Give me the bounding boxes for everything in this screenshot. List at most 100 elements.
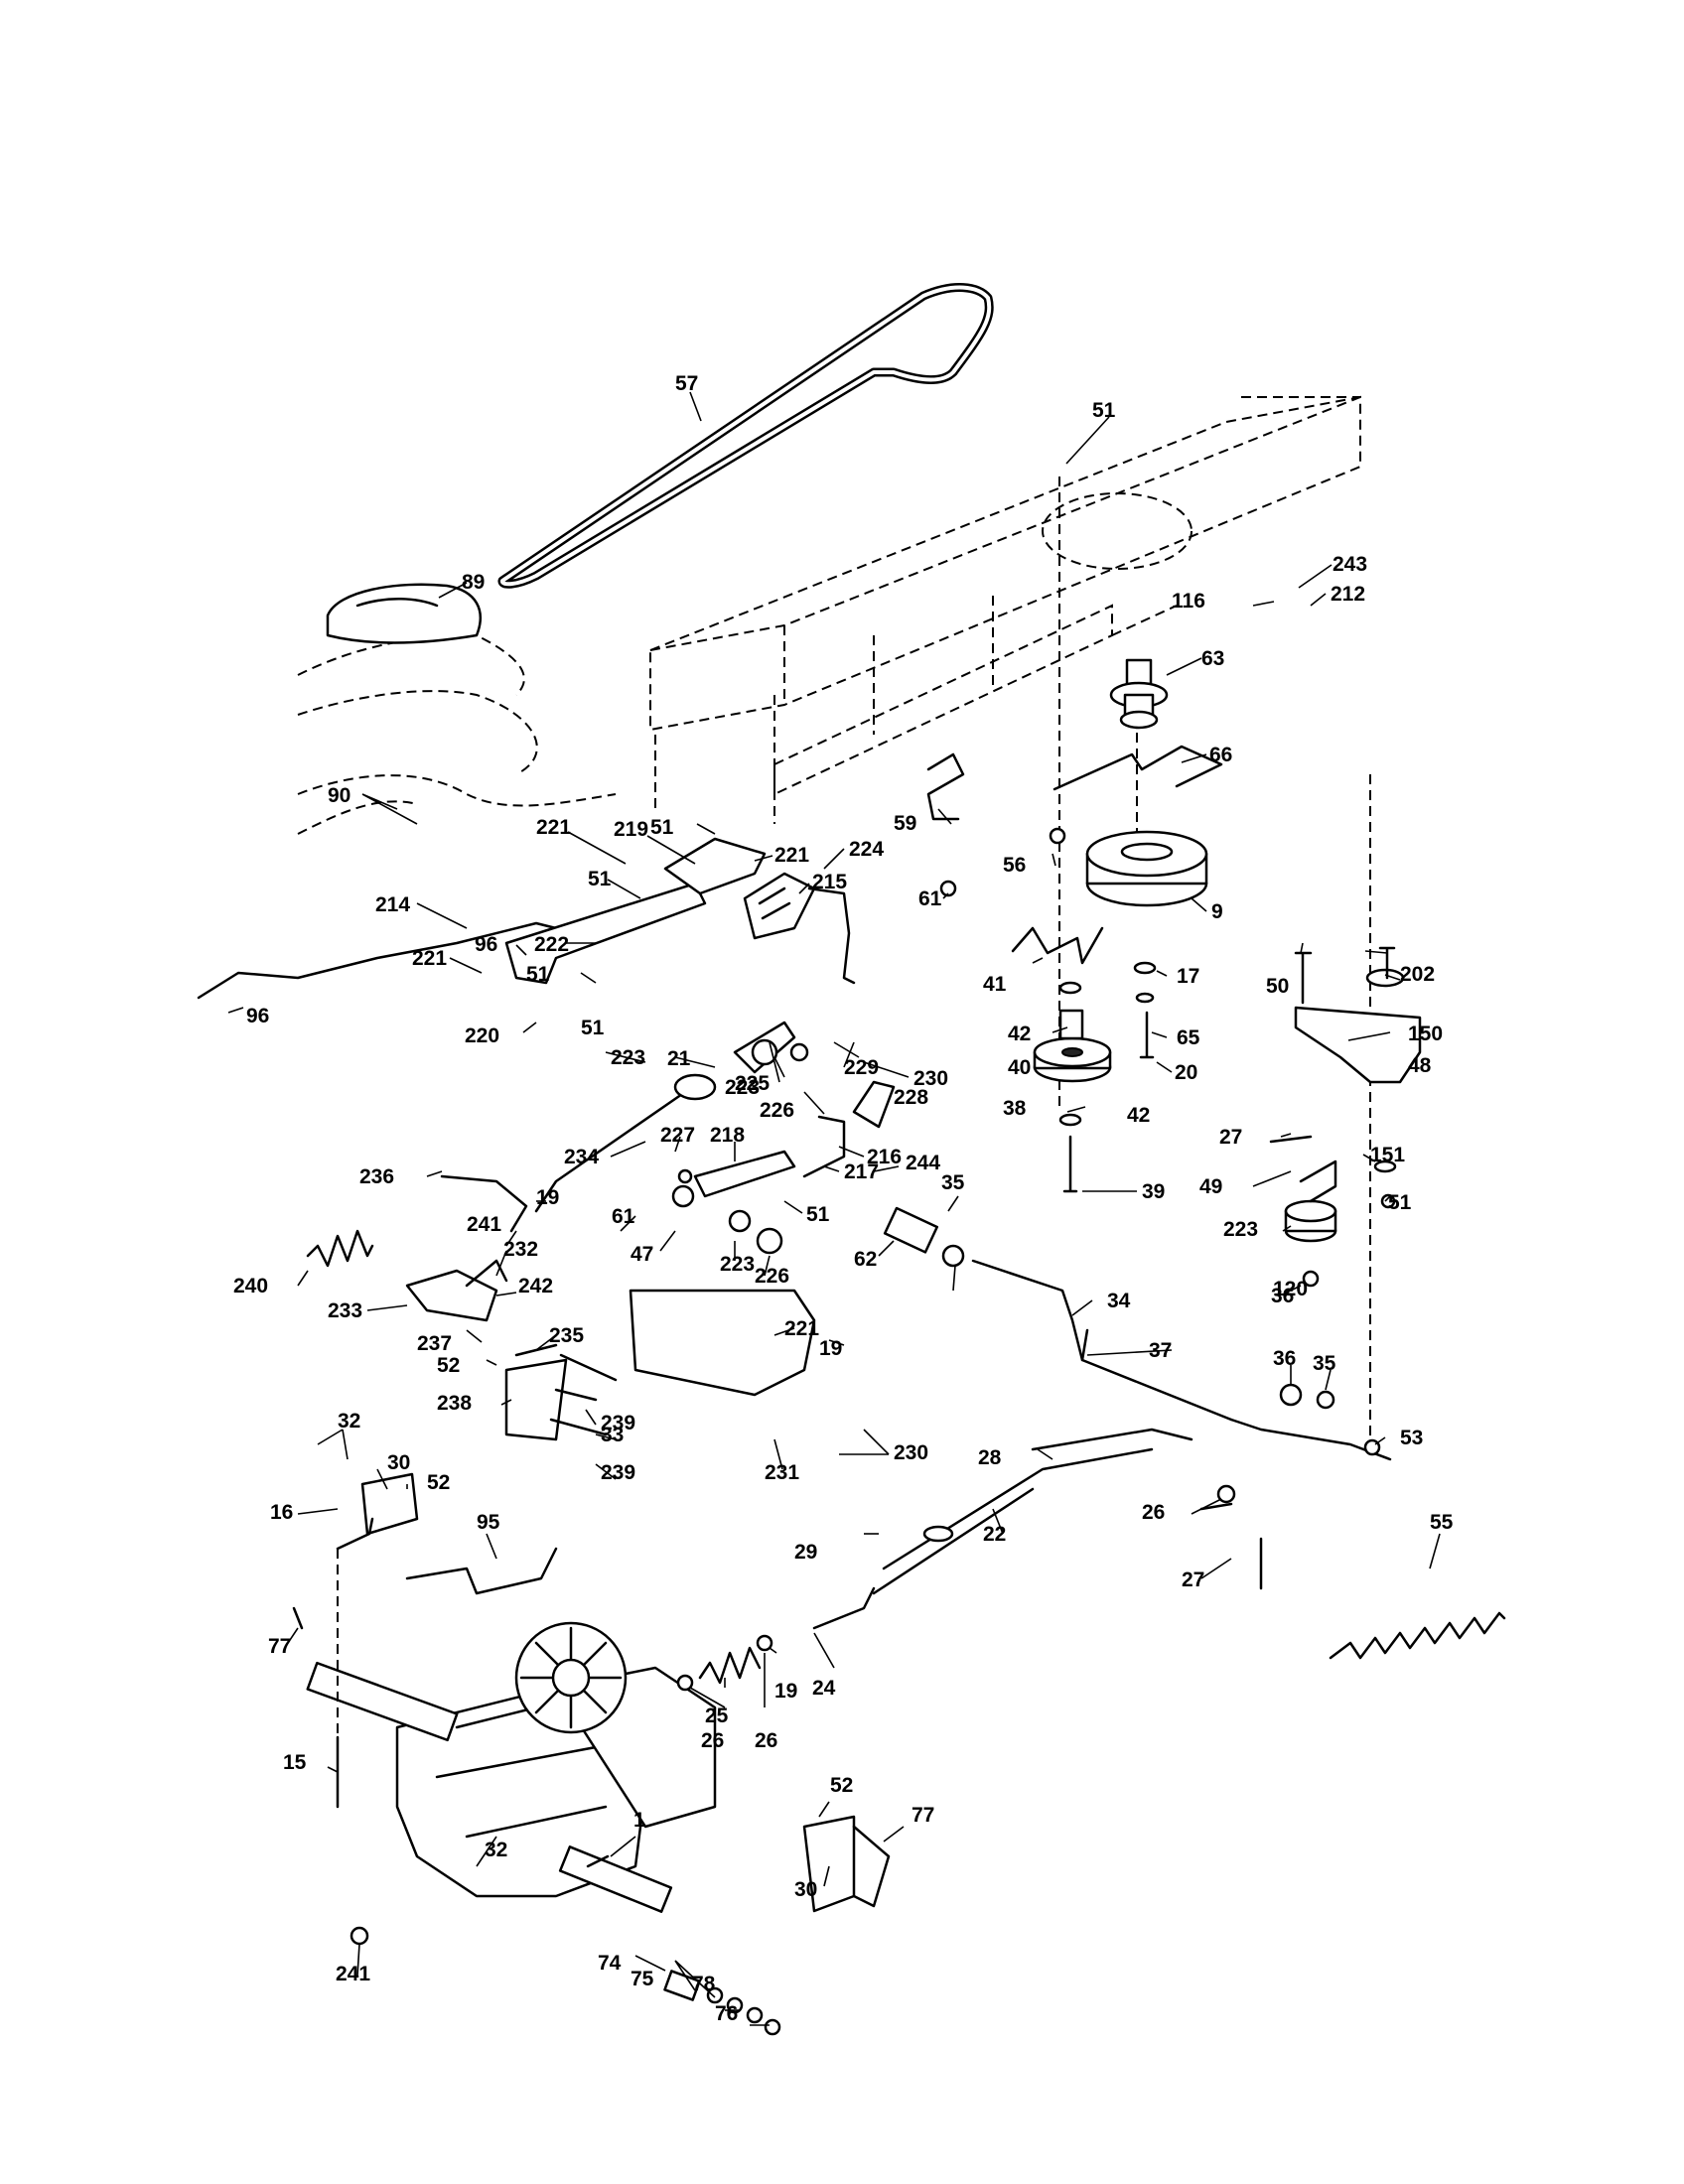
bushing-29	[922, 1525, 954, 1543]
callout-76: 76	[715, 2002, 738, 2025]
callout-228: 228	[894, 1086, 928, 1109]
callout-42: 42	[1127, 1104, 1150, 1127]
callout-223: 223	[720, 1253, 755, 1276]
callout-218: 218	[710, 1124, 745, 1147]
callout-66: 66	[1209, 744, 1232, 766]
rod-28	[1031, 1428, 1193, 1451]
callout-33: 33	[601, 1424, 624, 1446]
callout-238: 238	[437, 1392, 472, 1415]
callout-77: 77	[912, 1804, 934, 1827]
shaft-34	[971, 1259, 1233, 1422]
callout-55: 55	[1430, 1511, 1454, 1534]
callout-241: 241	[336, 1963, 370, 1985]
callout-232: 232	[503, 1238, 538, 1261]
callout-19: 19	[774, 1680, 797, 1703]
idler-bracket-48	[1294, 1006, 1422, 1084]
callout-221: 221	[784, 1317, 819, 1340]
callout-34: 34	[1107, 1290, 1131, 1312]
callout-30: 30	[794, 1878, 817, 1901]
callout-78: 78	[692, 1973, 716, 1995]
callout-49: 49	[1199, 1175, 1222, 1198]
callout-41: 41	[983, 973, 1007, 996]
callout-214: 214	[375, 893, 410, 916]
transaxle-1	[292, 1472, 891, 2036]
callout-35: 35	[941, 1171, 965, 1194]
callout-36: 36	[1271, 1285, 1294, 1307]
bolt-227	[677, 1168, 693, 1184]
callout-74: 74	[598, 1952, 622, 1975]
callout-225: 225	[735, 1072, 770, 1095]
spring-55	[1329, 1611, 1506, 1660]
callout-231: 231	[765, 1461, 799, 1484]
callout-216: 216	[867, 1146, 902, 1168]
rod-236	[440, 1174, 528, 1233]
callout-21: 21	[667, 1047, 691, 1070]
washer-17	[1133, 961, 1157, 975]
callout-51: 51	[1092, 399, 1116, 422]
rod-53	[1229, 1418, 1392, 1461]
callout-36: 36	[1273, 1347, 1296, 1370]
callout-29: 29	[794, 1541, 817, 1564]
arm-95	[405, 1547, 558, 1595]
callout-240: 240	[233, 1275, 268, 1297]
callout-241: 241	[467, 1213, 501, 1236]
callout-25: 25	[705, 1705, 729, 1727]
callout-230: 230	[913, 1067, 948, 1090]
callout-52: 52	[437, 1354, 460, 1377]
bracket-232	[465, 1259, 508, 1288]
plate-238	[504, 1358, 568, 1441]
callout-120: 120	[1273, 1278, 1308, 1300]
callout-222: 222	[534, 933, 569, 956]
washer-151	[1373, 1160, 1397, 1173]
spring-240	[306, 1229, 374, 1268]
callout-51: 51	[1388, 1191, 1412, 1214]
callout-237: 237	[417, 1332, 452, 1355]
bolt-50	[1294, 951, 1313, 1005]
nut-241	[350, 1926, 369, 1946]
callout-65: 65	[1177, 1026, 1200, 1049]
leader-lines	[227, 391, 1441, 2026]
nut-51	[1380, 1193, 1396, 1209]
callout-32: 32	[338, 1410, 360, 1433]
callout-221: 221	[412, 947, 447, 970]
callout-239: 239	[601, 1461, 635, 1484]
pedal-217	[802, 1115, 846, 1178]
callout-244: 244	[906, 1152, 940, 1174]
callout-215: 215	[812, 871, 847, 893]
rod-24	[812, 1586, 876, 1630]
chassis-frame-outline	[649, 395, 1361, 824]
callout-233: 233	[328, 1299, 362, 1322]
callout-27: 27	[1182, 1569, 1204, 1591]
cross-shaft-34	[812, 1206, 1392, 1630]
callout-39: 39	[1142, 1180, 1165, 1203]
callout-223: 223	[611, 1046, 645, 1069]
callout-52: 52	[830, 1774, 853, 1797]
callout-47: 47	[631, 1243, 653, 1266]
spacer-40	[1058, 1009, 1084, 1040]
knob-89	[326, 583, 482, 644]
callout-239: 239	[601, 1412, 635, 1434]
washer-36	[1279, 1383, 1303, 1407]
callout-224: 224	[849, 838, 884, 861]
callout-57: 57	[675, 372, 698, 395]
callout-22: 22	[983, 1523, 1006, 1546]
callout-230: 230	[894, 1441, 928, 1464]
belt-guide-41	[1011, 926, 1104, 965]
callout-151: 151	[1370, 1144, 1405, 1166]
belt-guide-66	[1052, 745, 1223, 791]
pedal-pad-215	[743, 872, 816, 940]
callout-234: 234	[564, 1146, 599, 1168]
callout-16: 16	[270, 1501, 293, 1524]
callout-40: 40	[1008, 1056, 1031, 1079]
callout-35: 35	[1313, 1352, 1336, 1375]
pedal-arm-224	[807, 887, 856, 985]
callout-89: 89	[462, 571, 485, 594]
bolt-61	[939, 880, 957, 897]
callout-75: 75	[631, 1968, 654, 1990]
washer-26	[1216, 1484, 1236, 1504]
pin-37	[1080, 1328, 1089, 1362]
callout-50: 50	[1266, 975, 1289, 998]
callout-19: 19	[819, 1337, 842, 1360]
callout-32: 32	[485, 1839, 507, 1861]
callout-59: 59	[894, 812, 916, 835]
